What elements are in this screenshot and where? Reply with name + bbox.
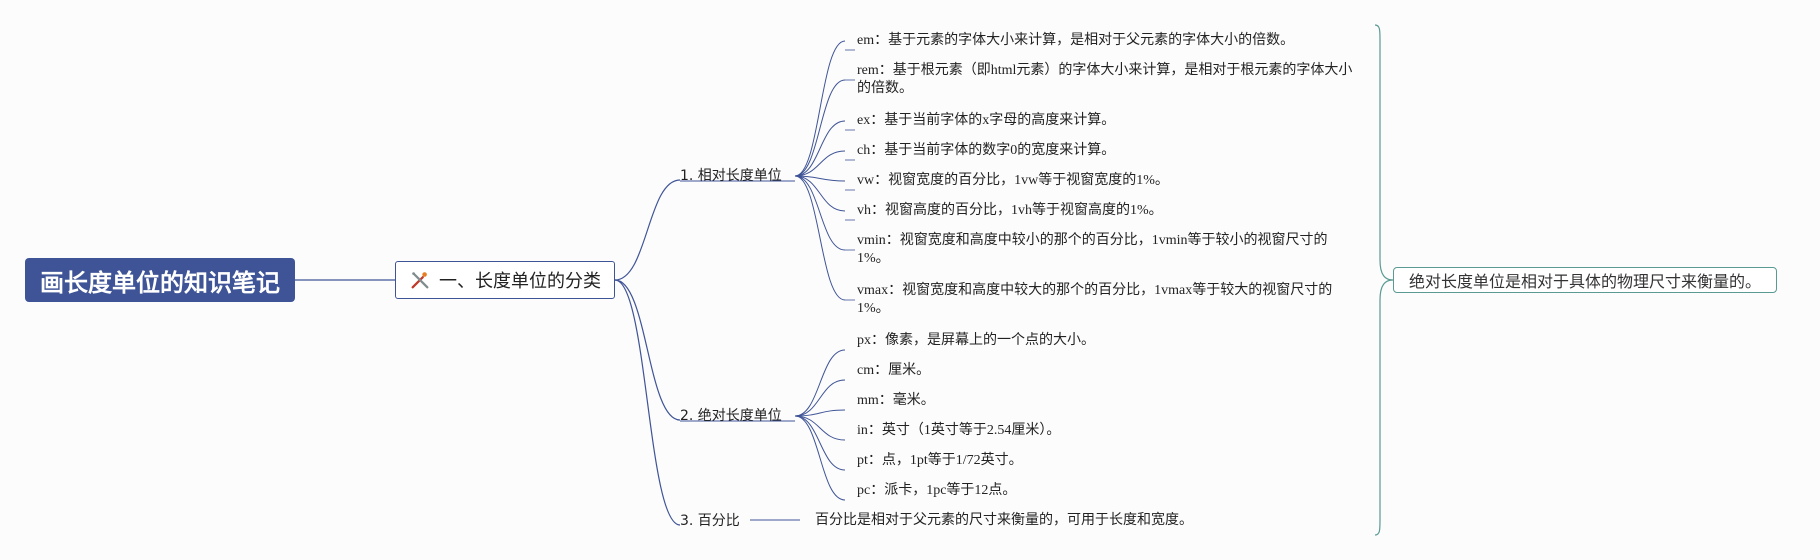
- branch-absolute-units[interactable]: 2. 绝对长度单位: [680, 407, 782, 425]
- leaf-in[interactable]: in：英寸（1英寸等于2.54厘米）。: [857, 422, 1377, 440]
- leaf-link: [794, 415, 846, 501]
- leaf-link: [794, 175, 846, 301]
- leaf-text: mm：毫米。: [857, 393, 935, 408]
- main-topic[interactable]: 一、长度单位的分类: [395, 261, 615, 299]
- leaf-ch[interactable]: ch：基于当前字体的数字0的宽度来计算。: [857, 142, 1377, 160]
- root-topic[interactable]: 画长度单位的知识笔记: [25, 258, 295, 302]
- leaf-text: vmin：视窗宽度和高度中较小的那个的百分比，1vmin等于较小的视窗尺寸的1%…: [857, 233, 1328, 266]
- summary-note[interactable]: 绝对长度单位是相对于具体的物理尺寸来衡量的。: [1393, 267, 1777, 293]
- leaf-text: vw：视窗宽度的百分比，1vw等于视窗宽度的1%。: [857, 173, 1169, 188]
- branch-percentage[interactable]: 3. 百分比: [680, 512, 740, 530]
- leaf-link: [794, 40, 846, 177]
- tools-icon: [411, 272, 429, 289]
- leaf-link: [794, 409, 846, 417]
- leaf-pt[interactable]: pt：点，1pt等于1/72英寸。: [857, 452, 1377, 470]
- summary-bracket: [1374, 24, 1394, 536]
- leaf-px[interactable]: px：像素，是屏幕上的一个点的大小。: [857, 332, 1377, 350]
- leaf-text: 百分比是相对于父元素的尺寸来衡量的，可用于长度和宽度。: [815, 513, 1193, 528]
- leaf-text: pc：派卡，1pc等于12点。: [857, 483, 1017, 498]
- branch-label: 3. 百分比: [680, 513, 740, 529]
- leaf-cm[interactable]: cm：厘米。: [857, 362, 1377, 380]
- leaf-rem[interactable]: rem：基于根元素（即html元素）的字体大小来计算，是相对于根元素的字体大小的…: [857, 62, 1362, 98]
- leaf-mm[interactable]: mm：毫米。: [857, 392, 1377, 410]
- leaf-text: in：英寸（1英寸等于2.54厘米）。: [857, 423, 1061, 438]
- leaf-link: [794, 175, 846, 251]
- leaf-percentage[interactable]: 百分比是相对于父元素的尺寸来衡量的，可用于长度和宽度。: [815, 512, 1375, 530]
- leaf-pc[interactable]: pc：派卡，1pc等于12点。: [857, 482, 1377, 500]
- leaf-text: vh：视窗高度的百分比，1vh等于视窗高度的1%。: [857, 203, 1163, 218]
- leaf-vh[interactable]: vh：视窗高度的百分比，1vh等于视窗高度的1%。: [857, 202, 1377, 220]
- leaf-link: [794, 379, 846, 417]
- leaf-text: cm：厘米。: [857, 363, 931, 378]
- branch-link: [614, 279, 681, 421]
- leaf-vmin[interactable]: vmin：视窗宽度和高度中较小的那个的百分比，1vmin等于较小的视窗尺寸的1%…: [857, 232, 1344, 268]
- leaf-ex[interactable]: ex：基于当前字体的x字母的高度来计算。: [857, 112, 1377, 130]
- leaf-vw[interactable]: vw：视窗宽度的百分比，1vw等于视窗宽度的1%。: [857, 172, 1377, 190]
- leaf-link: [794, 349, 846, 417]
- branch-relative-units[interactable]: 1. 相对长度单位: [680, 167, 782, 185]
- branch-link: [614, 179, 681, 281]
- leaf-link: [794, 120, 846, 177]
- root-title: 画长度单位的知识笔记: [40, 268, 280, 297]
- leaf-text: vmax：视窗宽度和高度中较大的那个的百分比，1vmax等于较大的视窗尺寸的1%…: [857, 283, 1333, 316]
- leaf-text: ch：基于当前字体的数字0的宽度来计算。: [857, 143, 1116, 158]
- main-topic-title: 一、长度单位的分类: [439, 271, 601, 292]
- leaf-text: ex：基于当前字体的x字母的高度来计算。: [857, 113, 1116, 128]
- leaf-text: px：像素，是屏幕上的一个点的大小。: [857, 333, 1095, 348]
- leaf-link: [794, 79, 846, 177]
- leaf-text: pt：点，1pt等于1/72英寸。: [857, 453, 1023, 468]
- branch-label: 2. 绝对长度单位: [680, 408, 782, 424]
- branch-label: 1. 相对长度单位: [680, 168, 782, 184]
- leaf-vmax[interactable]: vmax：视窗宽度和高度中较大的那个的百分比，1vmax等于较大的视窗尺寸的1%…: [857, 282, 1344, 318]
- leaf-text: rem：基于根元素（即html元素）的字体大小来计算，是相对于根元素的字体大小的…: [857, 63, 1353, 96]
- leaf-link: [794, 175, 846, 212]
- branch-link: [614, 279, 681, 526]
- leaf-link: [794, 150, 846, 177]
- leaf-em[interactable]: em：基于元素的字体大小来计算，是相对于父元素的字体大小的倍数。: [857, 32, 1377, 50]
- leaf-text: em：基于元素的字体大小来计算，是相对于父元素的字体大小的倍数。: [857, 33, 1295, 48]
- summary-text: 绝对长度单位是相对于具体的物理尺寸来衡量的。: [1408, 272, 1761, 291]
- leaf-link: [794, 415, 846, 471]
- leaf-link: [794, 415, 846, 441]
